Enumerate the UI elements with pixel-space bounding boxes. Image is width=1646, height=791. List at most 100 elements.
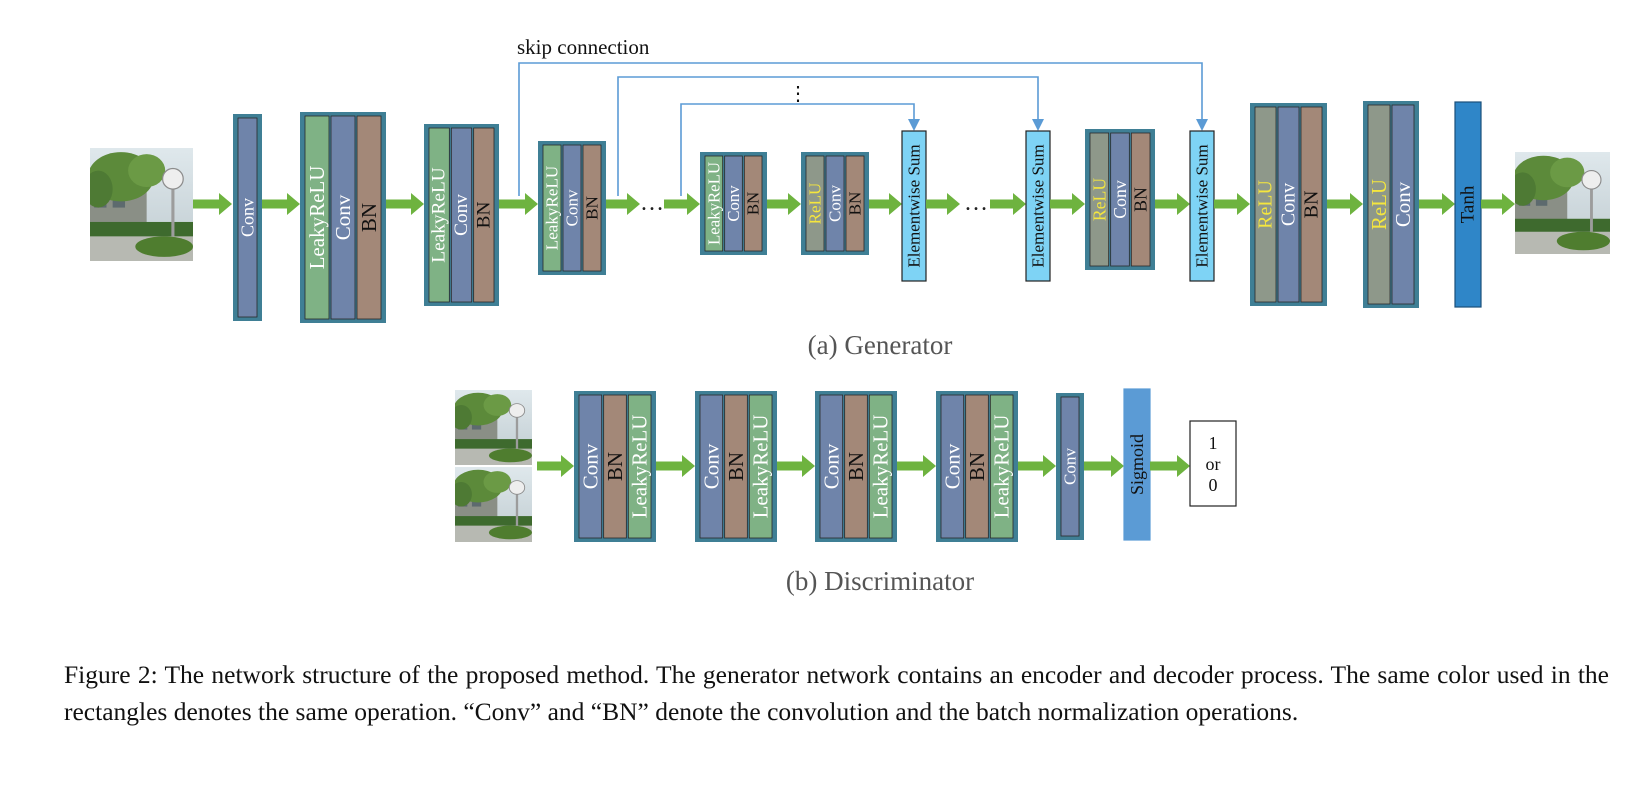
d-block-3-leaky-label-2: LeakyReLU [869,415,893,519]
g-block-6-conv-label-1: Conv [826,185,845,222]
skip-connection-3-head [908,119,920,131]
g-block-5-conv-label-1: Conv [724,185,743,222]
d-arrow-1 [537,455,574,477]
skip-connection-2-line [617,76,1039,196]
g-elementwise-2-label: Elementwise Sum [1029,144,1048,267]
d-sigmoid-label: Sigmoid [1127,434,1147,495]
g-arrow-3 [386,193,424,215]
g-arrow-14 [1327,193,1363,215]
g-block-7-bn-2 [1130,132,1151,267]
g-elementwise-1-label: Elementwise Sum [905,144,924,267]
d-output-text-1: or [1206,454,1221,474]
g-block-4-leaky-0 [542,144,562,272]
d-block-5-conv-label-0: Conv [1061,448,1080,485]
d-arrow-4 [897,455,936,477]
d-arrow-5 [1018,455,1056,477]
skip-connection-1-head [1196,119,1208,131]
d-block-4-conv-0 [940,394,965,539]
d-arrow-6 [1084,455,1124,477]
generator-caption: (a) Generator [808,330,953,360]
g-block-3-leaky-0 [428,127,450,303]
g-block-9-relu-label-0: ReLU [1367,179,1391,230]
g-block-7-relu-0 [1089,132,1110,267]
d-block-4-leaky-2 [989,394,1014,539]
vertical-dots: ⋮ [788,83,808,105]
g-arrow-16 [1481,193,1515,215]
d-output-text-0: 1 [1209,433,1218,453]
g-block-7-conv-label-1: Conv [1110,180,1130,219]
g-block-5-leaky-0 [704,155,724,252]
g-arrow-13 [1214,193,1250,215]
g-block-3-conv-label-1: Conv [451,194,472,236]
d-block-1-leaky-label-2: LeakyReLU [628,415,652,519]
g-block-4-bn-2 [582,144,602,272]
g-arrow-9 [926,193,960,215]
d-block-1-bn-1 [603,394,627,539]
g-block-9-conv-label-1: Conv [1391,181,1415,227]
g-arrow-6 [664,193,700,215]
g-elementwise-2 [1025,130,1051,282]
g-ellipsis-1: … [640,190,664,216]
g-block-2-bn-2 [356,115,382,320]
input-image [90,148,193,261]
g-block-3-leaky-label-0: LeakyReLU [429,167,450,262]
g-block-8-bn-label-2: BN [1301,191,1323,219]
g-arrow-8 [869,193,902,215]
d-block-1-leaky-2 [627,394,652,539]
g-block-2-conv-1 [330,115,356,320]
g-ellipsis-2: … [964,190,988,216]
g-block-4-conv-label-1: Conv [563,189,582,226]
g-block-2-conv-label-1: Conv [331,194,355,240]
g-block-5-bn-2 [743,155,763,252]
g-block-8-bn-2 [1300,106,1323,303]
g-block-7-bn-label-2: BN [1131,187,1151,212]
d-input-image-real [455,390,532,465]
g-elementwise-1 [901,130,927,282]
d-block-3-bn-label-1: BN [844,452,868,481]
g-block-1-conv-label-0: Conv [238,197,258,237]
g-block-6-bn-2 [845,155,865,252]
g-block-8-conv-label-1: Conv [1278,183,1300,226]
g-block-5-bn-label-2: BN [744,192,763,215]
g-elementwise-3-label: Elementwise Sum [1193,144,1212,267]
d-block-2-leaky-2 [748,394,773,539]
g-arrow-15 [1419,193,1455,215]
skip-connection-2-head [1032,119,1044,131]
g-block-4-conv-1 [562,144,582,272]
skip-connection-1-line [518,62,1203,196]
g-arrow-12 [1155,193,1190,215]
d-block-2-bn-1 [724,394,748,539]
g-block-6-bn-label-2: BN [846,192,865,216]
d-block-2-bn-label-1: BN [724,452,748,481]
g-block-9-conv-1 [1391,104,1415,305]
d-block-1-conv-label-0: Conv [578,443,602,489]
g-block-9-relu-0 [1367,104,1391,305]
d-arrow-7 [1150,455,1190,477]
g-block-8-conv-1 [1277,106,1300,303]
g-block-8-relu-0 [1254,106,1277,303]
output-image [1515,152,1610,254]
d-input-image-fake [455,467,532,542]
d-block-4-bn-label-1: BN [965,452,989,481]
g-block-5-leaky-label-0: LeakyReLU [704,162,723,245]
g-block-3-bn-label-2: BN [473,202,494,229]
d-block-2-conv-0 [699,394,724,539]
g-block-6-relu-label-0: ReLU [806,183,825,225]
d-sigmoid [1123,388,1151,541]
d-output-text-2: 0 [1209,475,1218,495]
g-arrow-5 [606,193,640,215]
g-arrow-11 [1050,193,1085,215]
g-block-8-relu-label-0: ReLU [1255,180,1277,229]
g-block-2-leaky-0 [304,115,330,320]
g-block-7-relu-label-0: ReLU [1089,178,1109,222]
g-block-3-conv-1 [450,127,473,303]
figure-caption: Figure 2: The network structure of the p… [64,660,1609,726]
skip-connection-3-line [680,103,915,196]
d-block-2-conv-label-0: Conv [699,443,723,489]
d-block-1-bn-label-1: BN [603,452,627,481]
g-block-7-conv-1 [1110,132,1130,267]
g-block-3-bn-2 [473,127,495,303]
d-block-3-conv-label-0: Conv [819,443,843,489]
g-block-6-relu-0 [805,155,825,252]
